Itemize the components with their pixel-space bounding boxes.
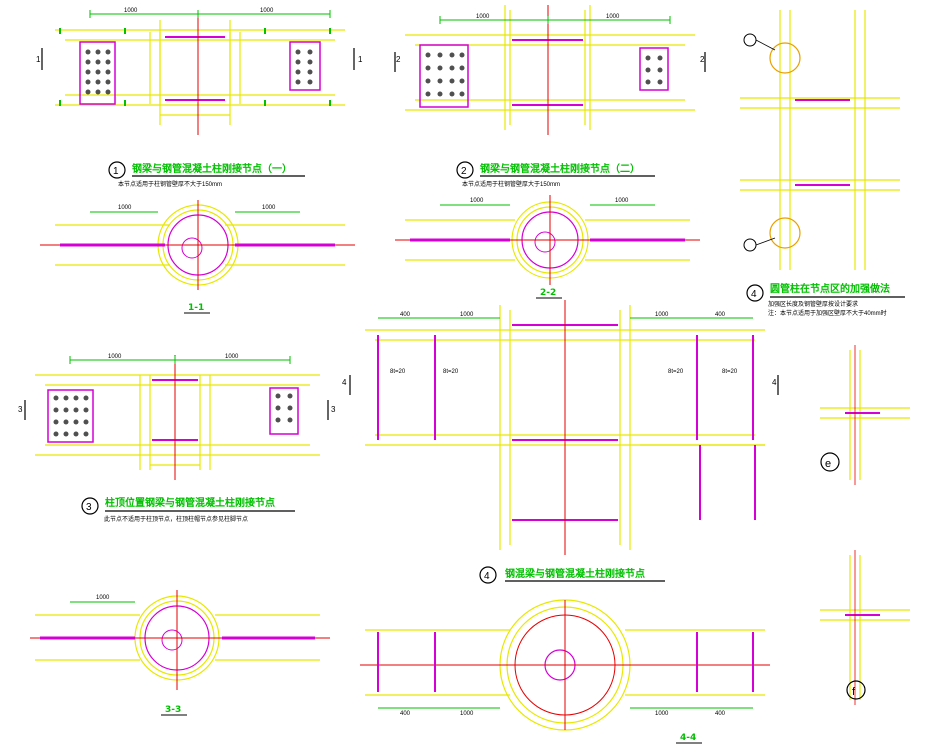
detail-2-number: 2 <box>461 166 467 177</box>
section-label-1-1: 1-1 <box>188 303 204 313</box>
marker-e: e <box>825 458 831 470</box>
detail-5-number: 4 <box>484 571 490 582</box>
detail-3-title-text: 柱顶位置钢梁与钢管混凝土柱刚接节点 <box>105 496 275 509</box>
section-3-3: 1000 3-3 <box>30 590 330 716</box>
detail-f: f <box>820 550 910 705</box>
dim-3-3: 1000 <box>96 595 110 601</box>
section-mark-3-right: 3 <box>331 405 336 414</box>
detail-2-elevation: 1000 1000 2 2 <box>394 5 706 135</box>
detail-1-note: 本节点适用于柱钢管壁厚不大于150mm <box>118 180 222 188</box>
dim-2-right: 1000 <box>606 14 620 20</box>
detail-1-number: 1 <box>113 166 119 177</box>
detail-3-note: 此节点不适用于柱顶节点，柱顶柱帽节点参见柱脚节点 <box>104 515 248 523</box>
section-label-2-2: 2-2 <box>540 288 556 298</box>
dim-4-4-d: 400 <box>715 711 726 717</box>
section-label-4-4: 4-4 <box>680 733 696 743</box>
detail-2-title-text: 钢梁与钢管混凝土柱刚接节点（二） <box>480 162 640 175</box>
dim-5-right-a: 400 <box>715 312 726 318</box>
detail-3-number: 3 <box>86 502 92 513</box>
marker-f: f <box>852 686 856 698</box>
dim-right: 1000 <box>260 8 274 14</box>
dim-5-left-a: 400 <box>400 312 411 318</box>
section-1-1: 1000 1000 1-1 <box>40 200 355 314</box>
section-label-3-3: 3-3 <box>165 705 181 715</box>
detail-4-reinforcement <box>740 10 900 270</box>
detail-1-elevation: 1000 1000 1 1 <box>36 8 363 135</box>
dim-3-right: 1000 <box>225 354 239 360</box>
detail-1-title: 1 钢梁与钢管混凝土柱刚接节点（一） 本节点适用于柱钢管壁厚不大于150mm <box>108 161 305 188</box>
dim-1-1-left: 1000 <box>118 205 132 211</box>
stiffener-label-1: 8t=20 <box>390 369 406 375</box>
stiffener-label-2: 8t=20 <box>443 369 459 375</box>
dim-5-left-b: 1000 <box>460 312 474 318</box>
detail-4-note-2: 注：本节点适用于加强区壁厚不大于40mm时 <box>768 309 887 317</box>
dim-2-left: 1000 <box>476 14 490 20</box>
detail-4-title-text: 圆管柱在节点区的加强做法 <box>770 282 890 295</box>
detail-3-title: 3 柱顶位置钢梁与钢管混凝土柱刚接节点 此节点不适用于柱顶节点，柱顶柱帽节点参见… <box>81 496 295 523</box>
section-mark-right: 1 <box>358 55 363 64</box>
dim-2-2-left: 1000 <box>470 198 484 204</box>
dim-4-4-c: 1000 <box>655 711 669 717</box>
dim-1-1-right: 1000 <box>262 205 276 211</box>
section-4-4: 400 1000 1000 400 4-4 <box>360 599 770 744</box>
section-mark-5-left: 4 <box>342 378 347 387</box>
section-mark-2-right: 2 <box>700 55 705 64</box>
section-mark-left: 1 <box>36 55 41 64</box>
dim-5-right-b: 1000 <box>655 312 669 318</box>
section-mark-3-left: 3 <box>18 405 23 414</box>
detail-4-number: 4 <box>751 289 757 300</box>
detail-1-title-text: 钢梁与钢管混凝土柱刚接节点（一） <box>132 162 292 175</box>
section-mark-5-right: 4 <box>772 378 777 387</box>
detail-4-title: 4 圆管柱在节点区的加强做法 加强区长度及钢管壁厚按设计要求 注：本节点适用于加… <box>746 282 905 317</box>
dim-3-left: 1000 <box>108 354 122 360</box>
detail-5-title: 4 钢混梁与钢管混凝土柱刚接节点 <box>479 566 665 584</box>
dim-2-2-right: 1000 <box>615 198 629 204</box>
detail-4-note-1: 加强区长度及钢管壁厚按设计要求 <box>768 300 858 308</box>
section-2-2: 1000 1000 2-2 <box>395 195 700 299</box>
section-mark-2-left: 2 <box>396 55 401 64</box>
detail-2-title: 2 钢梁与钢管混凝土柱刚接节点（二） 本节点适用于柱钢管壁厚大于150mm <box>456 161 655 188</box>
bolt-group-left <box>85 49 111 95</box>
stiffener-label-3: 8t=20 <box>668 369 684 375</box>
dim-4-4-a: 400 <box>400 711 411 717</box>
dim-left: 1000 <box>124 8 138 14</box>
dim-4-4-b: 1000 <box>460 711 474 717</box>
detail-2-note: 本节点适用于柱钢管壁厚大于150mm <box>462 180 560 188</box>
detail-e: e <box>820 345 910 485</box>
detail-5-elevation: 400 1000 1000 400 8t=20 8t=20 8t=20 8t=2… <box>342 300 779 555</box>
bolt-group-right <box>295 49 313 85</box>
stiffener-label-4: 8t=20 <box>722 369 738 375</box>
detail-3-elevation: 1000 1000 3 3 <box>18 354 336 480</box>
detail-5-title-text: 钢混梁与钢管混凝土柱刚接节点 <box>505 567 645 580</box>
